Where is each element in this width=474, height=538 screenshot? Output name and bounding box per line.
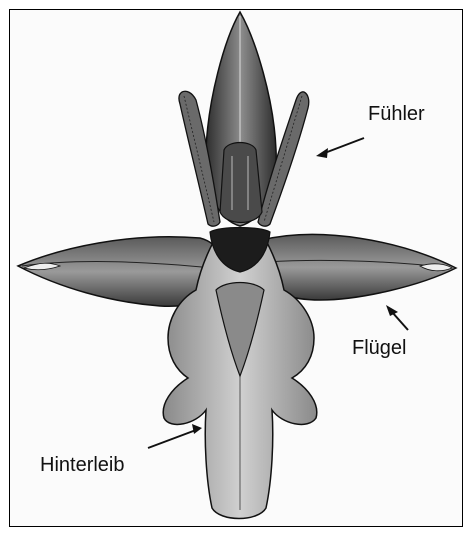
- wings-pointer: [392, 312, 408, 330]
- label-antennae: Fühler: [368, 104, 425, 124]
- abdomen-pointer: [148, 430, 196, 448]
- label-wings: Flügel: [352, 338, 406, 358]
- antennae-pointer: [322, 138, 364, 154]
- label-abdomen: Hinterleib: [40, 455, 124, 475]
- column: [220, 143, 262, 223]
